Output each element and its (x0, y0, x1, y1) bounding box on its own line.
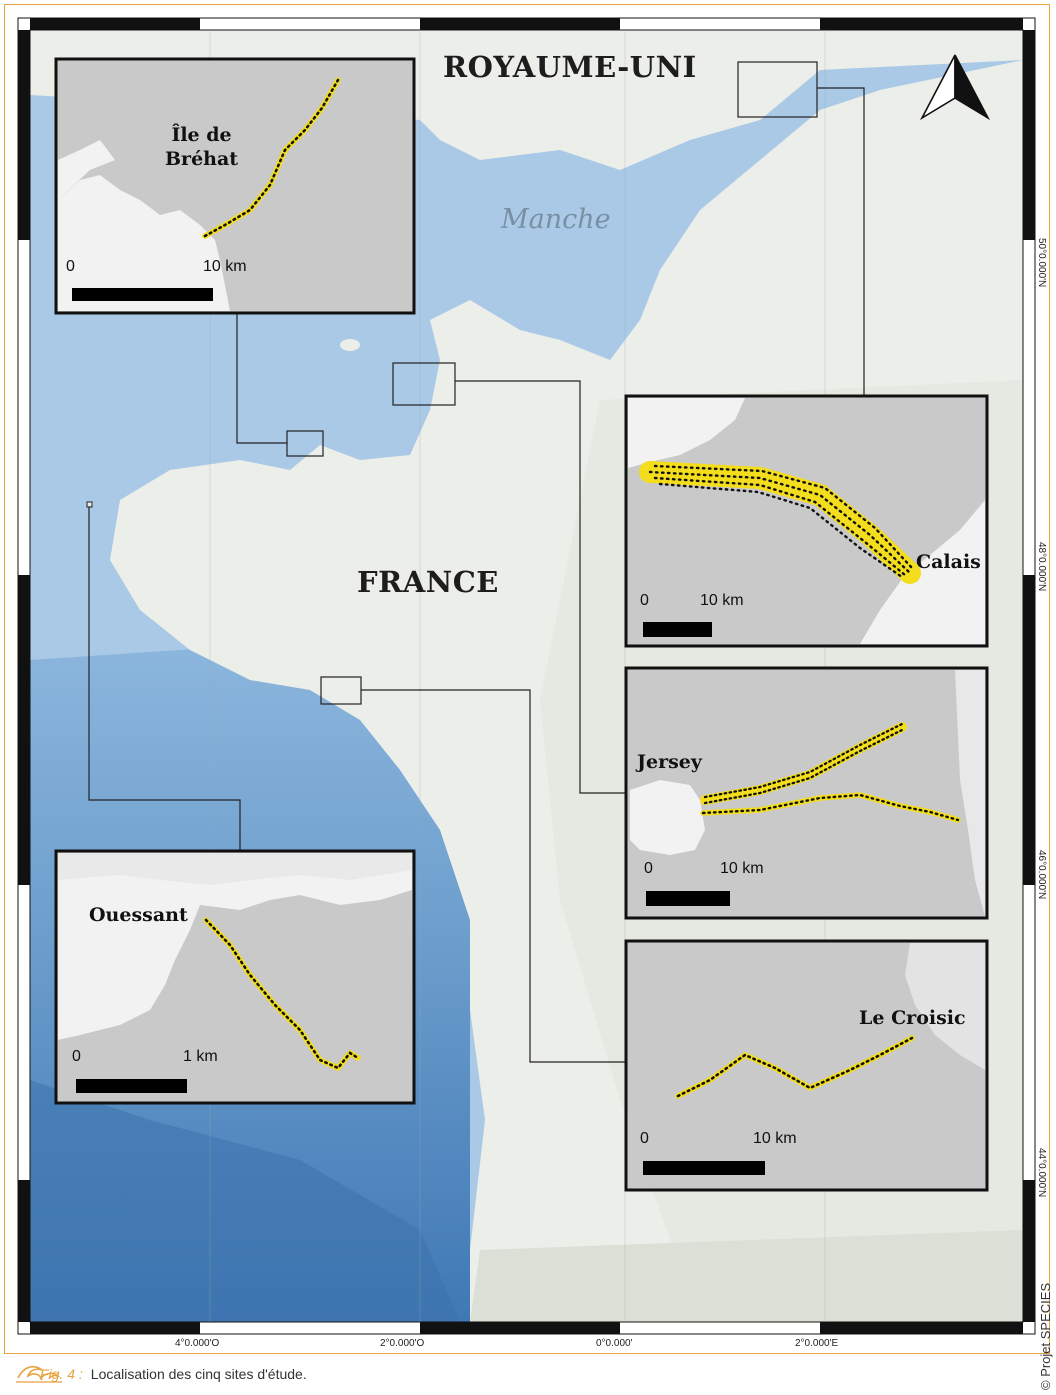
lat-tick: 50°0.000'N (1036, 238, 1047, 288)
locator-calais (737, 61, 818, 118)
label-sea: Manche (501, 204, 611, 235)
lon-tick: 0°0.000' (596, 1338, 633, 1349)
inset-ouessant (54, 849, 416, 1105)
inset-ouessant-name: Ouessant (89, 904, 188, 926)
figure-caption: Fig. 4 : Localisation des cinq sites d'é… (40, 1361, 307, 1387)
label-uk: ROYAUME-UNI (443, 50, 697, 84)
inset-ouessant-scale-end: 1 km (183, 1048, 218, 1065)
caption-prefix: Fig. 4 : (40, 1366, 83, 1382)
inset-jersey-scale-end: 10 km (720, 860, 764, 877)
north-arrow-icon (919, 54, 991, 121)
inset-jersey-scale-start: 0 (644, 860, 653, 877)
inset-calais-scale-start: 0 (640, 592, 649, 609)
inset-croisic-scale-start: 0 (640, 1130, 649, 1147)
map-frame (17, 17, 1036, 1335)
lon-tick: 2°0.000'O (380, 1338, 425, 1349)
outer-frame (4, 4, 1050, 1354)
inset-brehat-name: Île de Bréhat (165, 124, 239, 170)
locator-jersey (392, 362, 456, 406)
wave-logo-icon (16, 1365, 62, 1383)
inset-calais (624, 394, 989, 648)
inset-croisic (624, 939, 989, 1192)
leader-lines (88, 87, 865, 1063)
inset-brehat-scale-start: 0 (66, 258, 75, 275)
inset-croisic-scale-end: 10 km (753, 1130, 797, 1147)
caption-text: Localisation des cinq sites d'étude. (90, 1366, 307, 1382)
inset-ouessant-scale-start: 0 (72, 1048, 81, 1065)
inset-calais-name: Calais (916, 551, 981, 573)
inset-croisic-name: Le Croisic (859, 1007, 966, 1029)
lat-tick: 48°0.000'N (1036, 542, 1047, 592)
inset-calais-scale-end: 10 km (700, 592, 744, 609)
credit: © Projet SPECIES (1038, 1282, 1053, 1390)
lon-tick: 2°0.000'E (795, 1338, 839, 1349)
inset-jersey (624, 666, 989, 920)
lat-tick: 46°0.000'N (1036, 850, 1047, 900)
label-france: FRANCE (357, 565, 499, 599)
inset-jersey-name: Jersey (637, 751, 702, 773)
lon-tick: 4°0.000'O (175, 1338, 220, 1349)
inset-brehat-scale-end: 10 km (203, 258, 247, 275)
inset-brehat (54, 57, 416, 315)
lat-tick: 44°0.000'N (1036, 1148, 1047, 1198)
